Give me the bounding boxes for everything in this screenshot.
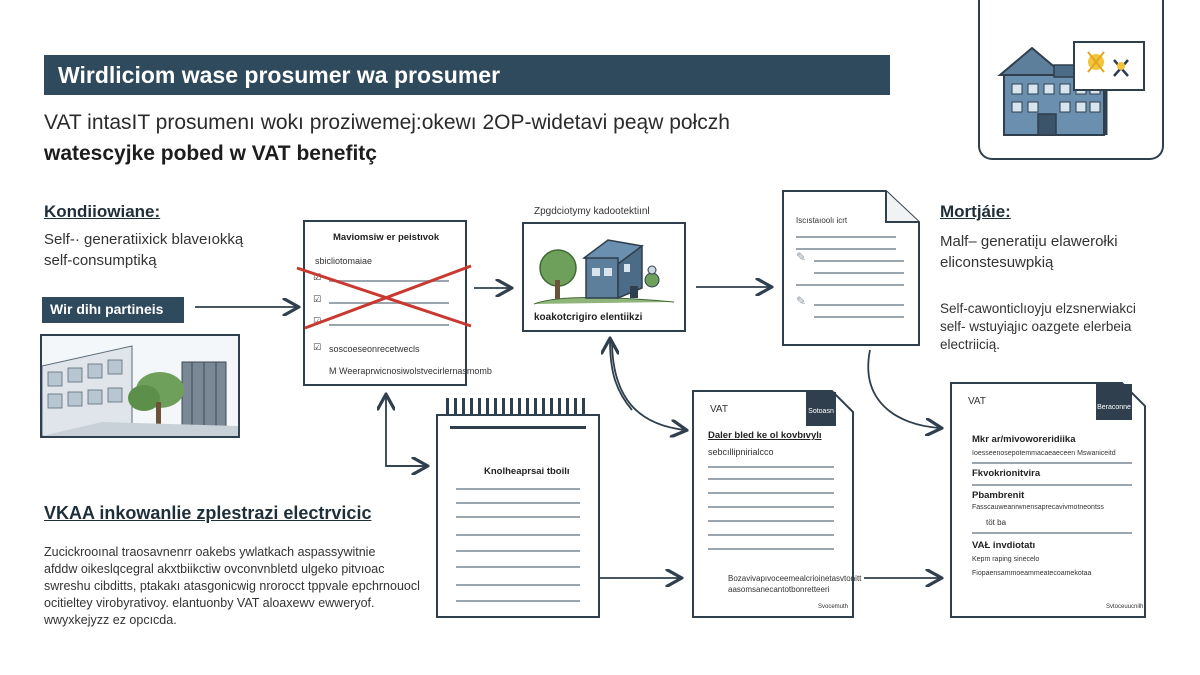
notepad-page: Knolheaprsai tboilı	[436, 414, 600, 618]
checklist-rows: ☑ ☑ ☑ ☑ soscoeseonrecetwecls	[313, 272, 457, 362]
right-line-5: electriicią.	[940, 337, 1001, 352]
invoice-row-2: Fasscauweanrwnensaprecavivmotneontss	[972, 504, 1104, 511]
invoice-row-3: töt ba	[986, 518, 1007, 527]
invoice-row-1: Ioesseenosepotemmacaeaeceen Mswaniceitd	[972, 450, 1116, 457]
vat-doc-footer-2: aasomsanecantotbonretteeri	[728, 585, 830, 594]
arrow-doc3-to-doc6-curve	[867, 349, 940, 428]
arrow-house-to-doc5-curve	[611, 339, 685, 430]
invoice-label: VAT	[968, 396, 986, 407]
folded-document-frame	[782, 190, 920, 346]
right-heading: Mortjáie:	[940, 202, 1011, 221]
right-line-3: Self-cawonticlıoyju elzsnerwiakci	[940, 301, 1136, 316]
right-line-1: Malf– generatiįu elawerołki	[940, 233, 1118, 250]
subtitle-line-1: VAT intasIT prosumenı wokı proziwemej:ok…	[44, 111, 730, 134]
bottom-paragraph-line: swreshu cibditts, ptakakı atasgonicwig n…	[44, 579, 420, 593]
house-caption-top: Zpgdciotymy kadootektiınl	[534, 206, 650, 217]
pen-icon: ✎	[796, 294, 807, 308]
arrow-doc5-to-house-curve	[610, 340, 633, 411]
checkbox-icon: ☑	[313, 342, 322, 352]
right-line-2: eliconstesuwpkią	[940, 254, 1054, 271]
checklist-item-0: sbicliotomaiae	[315, 256, 373, 266]
vat-doc-tab: Sotoasn	[806, 392, 836, 426]
checklist-item-4: soscoeseonrecetwecls	[329, 344, 420, 354]
checkbox-icon: ☑	[313, 294, 322, 304]
notepad-title: Knolheaprsai tboilı	[484, 466, 570, 477]
bottom-paragraph-line: afddw oikeslqcegral akxtbiikctiw ovconvn…	[44, 562, 385, 576]
checkbox-icon: ☑	[313, 316, 322, 326]
right-line-4: self- wstuyiąjıc oazgete elerbeia	[940, 319, 1132, 334]
bottom-heading: VKAA inkowanlie zplestrazi electrvicic	[44, 503, 372, 523]
left-heading: Kondiiowiane:	[44, 202, 161, 221]
invoice-heading-3: Pbambrenit	[972, 490, 1025, 501]
house-card: koakotcrigiro elentiikzi	[522, 222, 686, 332]
checklist-footer: M Weeraprwicnosiwolstvecirlernasmomb	[329, 366, 492, 376]
invoice-tab: Beraconne	[1096, 384, 1132, 420]
office-building-icon	[42, 336, 238, 436]
office-illustration	[40, 334, 240, 438]
notepad: Knolheaprsai tboilı	[436, 398, 600, 618]
checkbox-icon: ☑	[313, 272, 322, 282]
checklist-document: Maviomsiw er peistıvok sbicliotomaiae ☑ …	[296, 220, 492, 386]
vat-doc-footer-1: Bozavivapıvoceemealcrioinetasvtonitt	[728, 574, 862, 583]
invoice-heading-1: Mkr ar/mivoworeridiika	[972, 434, 1076, 445]
bottom-paragraph-line: wwyxkejyzz ez opcıcda.	[44, 613, 177, 627]
invoice-row-5: Fiopaensammoeammeatecoamekotaa	[972, 570, 1092, 577]
vat-doc-label: VAT	[710, 404, 728, 415]
invoice-corner: Svtoceuucnilh	[1106, 604, 1144, 610]
arrow-notepad-to-doc1	[386, 396, 426, 467]
invoice-heading-2: Fkvokrionitvira	[972, 468, 1041, 479]
bottom-paragraph-line: ocitieltey virobyrativoy. elantuonby VAT…	[44, 596, 375, 610]
vat-doc-corner: Svocemuth	[818, 604, 849, 610]
folded-doc-label: Iscıstaıoolı icrt	[796, 216, 848, 225]
checklist-title: Maviomsiw er peistıvok	[333, 232, 440, 243]
vat-invoice-frame	[950, 382, 1146, 618]
page-title: Wirdliciom wase prosumer wa prosumer	[58, 62, 501, 88]
partners-badge-label: Wir dihı partineis	[50, 301, 164, 317]
vat-document-frame	[692, 390, 854, 618]
vat-doc-heading: Daler bled ke ol kovbıvylı	[708, 430, 822, 441]
invoice-heading-4: VAŁ invdiotatı	[972, 540, 1036, 551]
building-card	[978, 0, 1164, 160]
red-cross-icon	[296, 264, 472, 330]
folded-document: Iscıstaıoolı icrt ✎ ✎	[782, 190, 920, 346]
left-line-1: Self-· generatiixick blaveıokką	[44, 231, 244, 248]
title-banner: Wirdliciom wase prosumer wa prosumer	[44, 55, 890, 95]
vat-document: VAT Sotoasn Daler bled ke ol kovbıvylı s…	[692, 390, 861, 618]
bottom-paragraph-line: Zucickrooınal traosavnenrr oakebs ywlatk…	[44, 545, 376, 559]
invoice-row-4: Kepm raping sinecelo	[972, 556, 1040, 563]
bottom-paragraph: Zucickrooınal traosavnenrr oakebs ywlatk…	[44, 544, 420, 629]
house-caption-bottom: koakotcrigiro elentiikzi	[534, 312, 643, 323]
building-solar-icon	[997, 41, 1145, 136]
vat-invoice-document: VAT Beraconne Mkr ar/mivoworeridiika Ioe…	[950, 382, 1146, 618]
partners-badge: Wir dihı partineis	[42, 297, 184, 323]
pen-icon: ✎	[796, 250, 807, 264]
subtitle-line-2: watescyjke pobed w VAT benefitç	[44, 142, 377, 165]
left-line-2: self-consumptiką	[44, 252, 157, 269]
vat-doc-sub: sebcıllipnirialcco	[708, 447, 774, 457]
smart-house-icon	[533, 239, 675, 305]
